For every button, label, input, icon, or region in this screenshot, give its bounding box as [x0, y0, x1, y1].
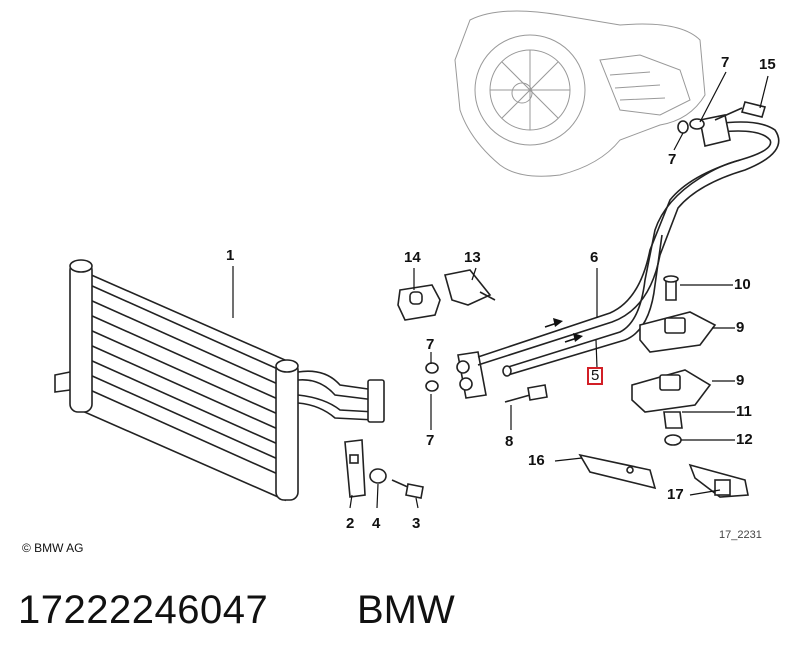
callout-1[interactable]: 1	[226, 247, 235, 264]
callout-17[interactable]: 17	[667, 486, 684, 503]
callout-7-top-right[interactable]: 7	[721, 54, 730, 71]
callout-14[interactable]: 14	[404, 249, 421, 266]
callout-10[interactable]: 10	[734, 276, 751, 293]
bracket-parts-drawing	[631, 275, 717, 446]
o-ring-upper	[425, 362, 439, 374]
callout-7-top-left[interactable]: 7	[668, 151, 677, 168]
callout-2[interactable]: 2	[346, 515, 355, 532]
transmission-drawing	[454, 10, 706, 177]
oil-lines-drawing	[477, 114, 780, 377]
callout-4[interactable]: 4	[372, 515, 381, 532]
parts-diagram: 1 2 3 4 5 6 7 7 7 7 8 9 9 10 11 12 13 14…	[22, 10, 780, 555]
brand-name: BMW	[357, 588, 455, 632]
callout-12[interactable]: 12	[736, 431, 753, 448]
connector-block-drawing	[456, 351, 487, 399]
callout-9-lower[interactable]: 9	[736, 372, 745, 389]
plates-drawing	[578, 453, 749, 498]
diagram-drawing	[54, 10, 780, 509]
bolt-8-drawing	[504, 384, 548, 403]
bolt-15-drawing	[714, 101, 767, 121]
callout-5-highlighted[interactable]: 5	[587, 367, 604, 385]
o-ring-top-a	[689, 118, 705, 130]
copyright-notice: © BMW AG	[22, 541, 84, 555]
part-number: 17222246047	[18, 588, 269, 632]
callout-7-lower[interactable]: 7	[426, 432, 435, 449]
callout-6[interactable]: 6	[590, 249, 599, 266]
callout-11[interactable]: 11	[736, 403, 752, 420]
clamp-parts-drawing	[397, 269, 496, 321]
callout-13[interactable]: 13	[464, 249, 481, 266]
lower-parts-drawing	[344, 439, 424, 499]
drawing-id: 17_2231	[719, 529, 762, 541]
o-ring-top-b	[677, 120, 689, 134]
callout-15[interactable]: 15	[759, 56, 776, 73]
o-ring-lower	[425, 380, 439, 392]
callout-16[interactable]: 16	[528, 452, 545, 469]
callout-3[interactable]: 3	[412, 515, 421, 532]
oil-cooler-drawing	[54, 259, 385, 502]
callout-8[interactable]: 8	[505, 433, 514, 450]
leader-lines	[232, 71, 769, 509]
callout-9-upper[interactable]: 9	[736, 319, 745, 336]
callout-7-upper[interactable]: 7	[426, 336, 435, 353]
